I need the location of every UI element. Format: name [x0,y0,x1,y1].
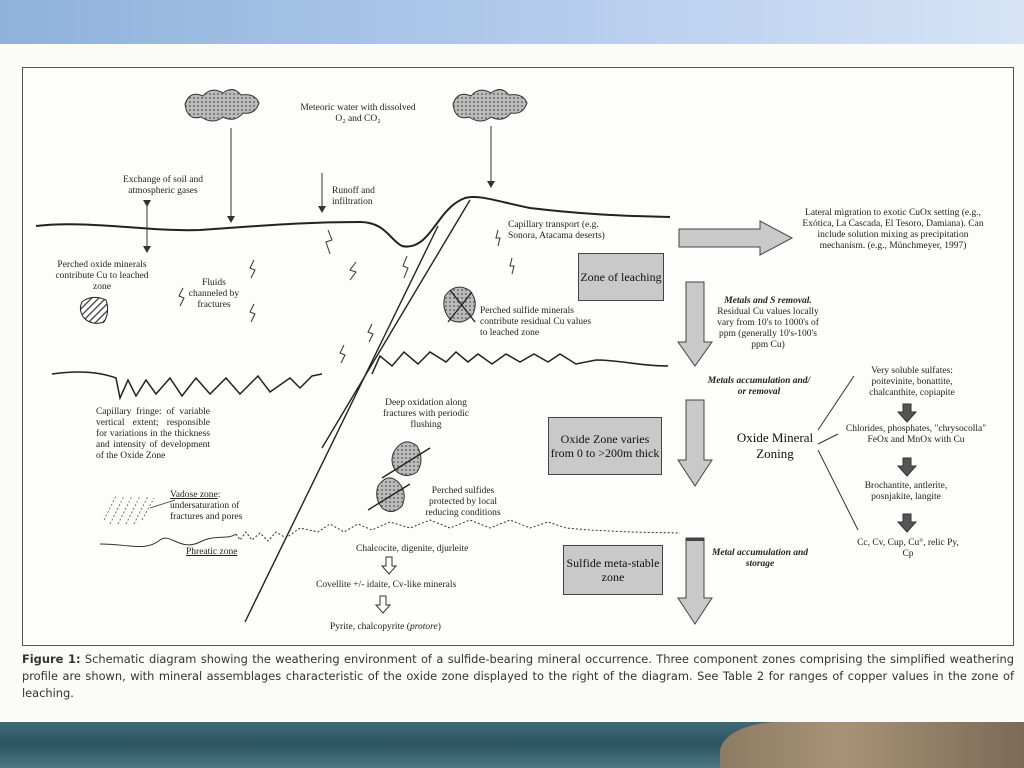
pyrite-end: ) [437,622,441,632]
caption-label: Figure 1: [22,652,81,666]
label-oxide-mineral-zoning: Oxide Mineral Zoning [736,430,814,461]
oxide-zone-box: Oxide Zone varies from 0 to >200m thick [548,417,662,475]
vadose-body: : undersaturation of fractures and pores [170,490,243,522]
ground-surface-line [35,195,671,248]
phreatic-dotted-line [235,519,681,542]
fault-line-main [244,225,439,623]
label-deep-oxidation: Deep oxidation along fractures with peri… [383,398,469,430]
label-lateral-migration: Lateral migration to exotic CuOx setting… [802,208,984,251]
label-perched-sulfide: Perched sulfide minerals contribute resi… [480,306,592,338]
label-vadose: Vadose zone: undersaturation of fracture… [170,490,250,523]
water-table-zigzag [51,350,669,401]
down-arrow-sulfide [677,537,713,625]
cloud-right [452,89,528,122]
vadose-title: Vadose zone [170,490,218,500]
caption-text: Schematic diagram showing the weathering… [22,652,1014,700]
sky-background [0,0,1024,44]
label-perched-sulfides-protected: Perched sulfides protected by local redu… [425,486,501,518]
vadose-hatch [103,495,155,525]
label-metals-removal: Metals and S removal. Residual Cu values… [710,296,826,351]
diagram-frame [22,67,1014,646]
label-meteoric: Meteoric water with dissolved O₂ and CO₂ [300,103,416,124]
label-covellite: Covellite +/- idaite, Cv-like minerals [316,580,457,590]
phreatic-left-line [99,533,237,548]
oxide-zoning-arrows [896,403,918,533]
label-runoff: Runoff and infiltration [332,186,375,207]
down-arrow-leaching [677,281,713,367]
perched-oxide-blob [79,296,109,324]
fracture-flow-arrows [178,229,515,364]
label-phreatic: Phreatic zone [186,547,238,557]
label-chalcocite: Chalcocite, digenite, djurleite [356,544,469,554]
label-chlorides: Chlorides, phosphates, "chrysocolla" FeO… [845,424,987,445]
label-capillary-transport: Capillary transport (e.g. Sonora, Atacam… [508,220,605,241]
label-soluble-sulfates: Very soluble sulfates: poitevinite, bona… [869,366,955,398]
label-cc-cv: Cc, Cv, Cup, Cu°, relic Py, Cp [857,538,959,559]
label-exchange: Exchange of soil and atmospheric gases [123,175,203,196]
rock-background [720,722,1024,768]
label-capillary-fringe: Capillary fringe: of variable vertical e… [96,407,210,461]
label-brochantite: Brochantite, antlerite, posnjakite, lang… [864,481,948,502]
down-arrow-oxide [677,399,713,487]
metals-removal-title: Metals and S removal. [724,296,812,306]
mineral-sequence-arrows [374,556,398,614]
perched-sulfide-blob-mid [391,441,422,476]
pyrite-text: Pyrite, chalcopyrite ( [330,622,410,632]
cloud-left [184,89,260,122]
label-fluids: Fluids channeled by fractures [188,278,240,310]
figure-caption: Figure 1: Schematic diagram showing the … [22,651,1014,702]
label-metal-accumulation-storage: Metal accumulation and storage [711,548,809,569]
perched-sulfide-blob-low [376,477,405,512]
vadose-leader [149,499,176,509]
sulfide-metastable-zone-box: Sulfide meta-stable zone [563,545,663,595]
label-metals-accumulation-removal: Metals accumulation and/ or removal [707,376,811,397]
zone-of-leaching-box: Zone of leaching [578,253,664,301]
zoning-fan-lines [817,375,859,531]
metals-removal-body: Residual Cu values locally vary from 10'… [717,307,819,350]
label-pyrite: Pyrite, chalcopyrite (protore) [330,622,500,633]
protore-text: protore [409,622,438,632]
fault-line-secondary [321,199,471,449]
label-perched-oxide: Perched oxide minerals contribute Cu to … [55,260,149,292]
lateral-migration-arrow [678,220,794,256]
